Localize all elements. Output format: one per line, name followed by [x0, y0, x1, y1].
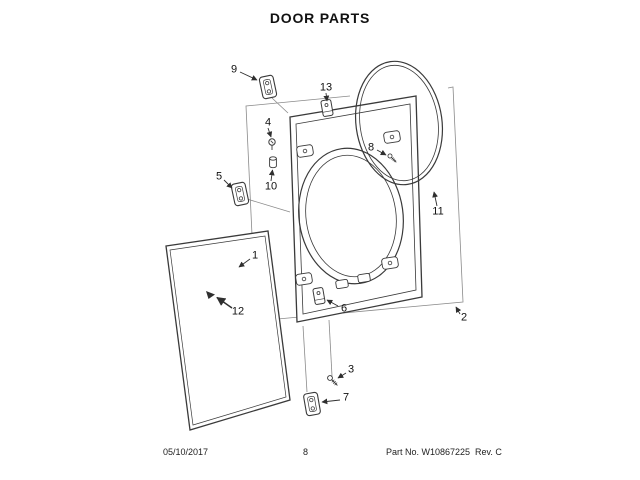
part-10-pin — [269, 156, 277, 169]
door-panel — [165, 230, 291, 431]
frame-corner-pad — [295, 143, 315, 159]
part-6-bracket — [312, 286, 326, 306]
leader-3 — [337, 372, 347, 379]
leader-4 — [266, 127, 273, 138]
leader-8 — [376, 149, 387, 156]
part-13-bracket — [320, 98, 334, 118]
part-12-clip — [206, 291, 215, 299]
page-title: DOOR PARTS — [269, 10, 371, 26]
leader-12 — [216, 296, 233, 309]
leader-7 — [321, 398, 341, 405]
footer-page-number: 8 — [303, 447, 309, 457]
part-4-grommet — [268, 138, 276, 150]
leader-lines — [216, 71, 462, 405]
part-7-hinge — [302, 391, 322, 417]
footer-date: 05/10/2017 — [163, 447, 209, 457]
frame-corner-pad — [294, 271, 314, 287]
frame-latch-detail — [335, 278, 349, 290]
leader-1 — [238, 258, 251, 268]
door-frame — [289, 95, 423, 323]
leader-5 — [223, 179, 233, 189]
part-3-screw — [326, 374, 340, 388]
small-parts — [206, 74, 399, 417]
leader-13 — [323, 92, 330, 102]
projection-lines — [246, 97, 333, 393]
leader-10 — [268, 169, 275, 182]
leader-6 — [326, 299, 339, 307]
part-9-hinge — [258, 74, 278, 100]
door-opening-outer — [298, 147, 404, 285]
part-5-hinge — [230, 181, 250, 207]
door-seal-ring — [354, 60, 444, 186]
leader-2 — [455, 306, 462, 315]
frame-latch-detail — [357, 272, 371, 284]
frame-corner-pad — [380, 255, 400, 271]
footer-part-number: Part No. W10867225 Rev. C — [386, 447, 502, 457]
leader-9 — [239, 71, 258, 81]
assembly-envelope-outline — [245, 86, 464, 322]
leader-11 — [432, 191, 438, 207]
frame-corner-pad — [382, 129, 402, 145]
